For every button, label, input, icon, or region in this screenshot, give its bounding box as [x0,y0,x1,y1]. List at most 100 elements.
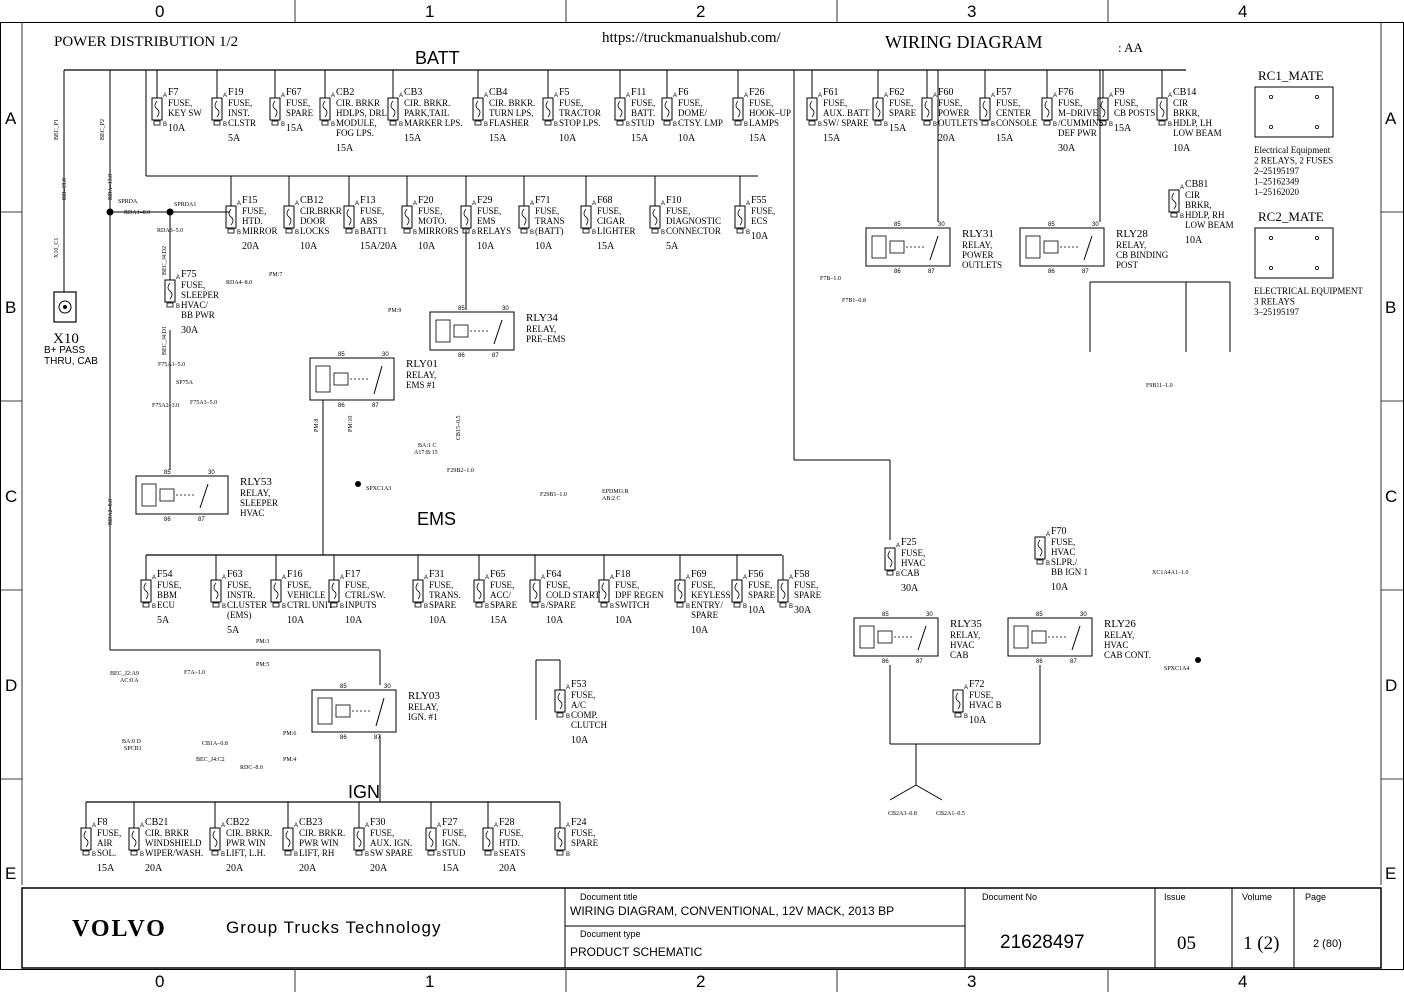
fuse-pin-a: A [1109,93,1113,99]
fuse-pin-a: A [92,823,96,829]
connector-mate-desc: 3 RELAYS [1254,297,1295,307]
frame [0,22,1404,970]
fuse-rating: 10A [429,615,447,626]
fuse-desc-line: HTD. [499,838,520,848]
fuse-body [518,205,530,229]
fuse-desc-line: EMS [477,216,496,226]
fuse-pin-b: B [221,852,225,858]
fuse-id: F11 [631,87,646,98]
connector-x10-body [53,291,77,323]
fuse-element-icon [356,830,362,848]
splice-dot [1195,657,1201,663]
fuse-pin-b: B [964,714,968,720]
grid-row-marker: C [1385,487,1397,506]
fuse-terminal [272,602,280,608]
fuse-rating: 10A [751,231,769,242]
source-url[interactable]: https://truckmanualshub.com/ [602,30,782,46]
fuse-rating: 10A [748,605,766,616]
fuse-desc-line: AUX. IGN. [370,838,412,848]
fuse-desc-line: TRACTOR [559,108,601,118]
fuse-pin-a: A [1180,185,1184,191]
connector-pin [1315,265,1320,270]
fuse-pin-a: A [566,823,570,829]
fuse-desc-line: CLUSTER [227,600,267,610]
fuse-desc-line: CIR. BRKR. [489,98,535,108]
relay-box [853,617,939,657]
fuse-id: F17 [345,569,361,580]
fuse-pin-b: B [884,122,888,128]
fuse-body [872,97,884,121]
relay-pin: 85 [164,470,171,476]
doc-no-label: Document No [982,892,1037,902]
diagram-title: WIRING DIAGRAM [885,32,1042,52]
fuse-terminal [130,850,138,856]
relay-coil-icon [317,697,333,725]
connector-x10[interactable] [53,291,77,323]
connector-mate-desc: 1–25162349 [1254,177,1300,187]
relay-coil-icon [141,483,157,507]
relay-box [1019,227,1105,267]
